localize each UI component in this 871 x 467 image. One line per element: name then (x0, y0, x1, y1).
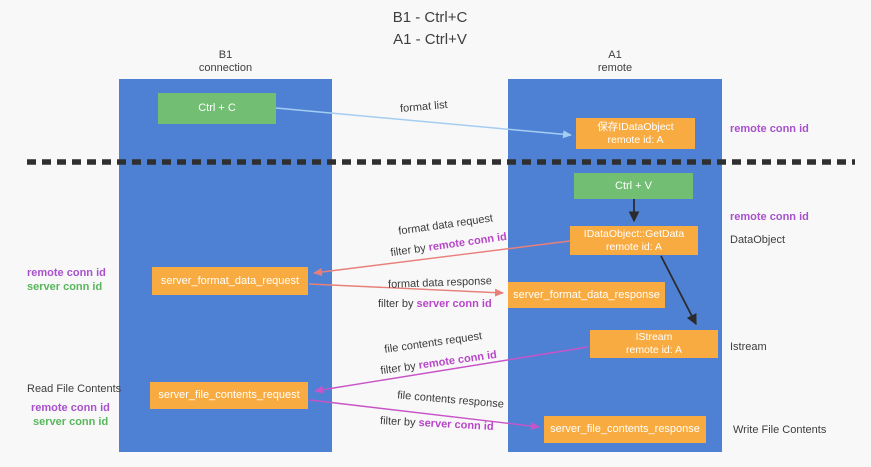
column-header-a1: A1 remote (508, 49, 722, 75)
node-idataobject-getdata: IDataObject::GetData remote id: A (570, 226, 698, 255)
remote-conn-id-accent-1: remote conn id (427, 230, 508, 254)
node-istream: IStream remote id: A (590, 330, 718, 358)
column-header-b1: B1 connection (119, 49, 332, 75)
save-idataobject-line1: 保存IDataObject (597, 120, 674, 133)
node-ctrl-c: Ctrl + C (158, 93, 276, 124)
getdata-line2: remote id: A (605, 240, 663, 253)
istream-line1: IStream (635, 331, 673, 343)
annotation-istream: Istream (730, 341, 767, 353)
getdata-line1: IDataObject::GetData (583, 227, 685, 240)
filter-by-text-3: filter by (379, 360, 417, 378)
column-b1-subtitle: connection (198, 62, 253, 74)
node-server-format-data-response: server_format_data_response (508, 282, 665, 308)
annotation-remote-conn-id-top: remote conn id (730, 123, 809, 135)
filter-by-text-4: filter by (379, 415, 416, 429)
node-server-file-contents-request: server_file_contents_request (150, 382, 308, 409)
annotation-left-remote-conn-id-2: remote conn id (31, 402, 110, 414)
annotation-left-remote-conn-id-1: remote conn id (27, 267, 106, 279)
filter-by-text-2: filter by (378, 298, 414, 310)
label-format-list: format list (399, 98, 449, 116)
annotation-remote-conn-id-mid: remote conn id (730, 211, 809, 223)
node-server-file-contents-response: server_file_contents_response (544, 416, 706, 443)
column-b1-name: B1 (218, 49, 233, 61)
node-ctrl-v: Ctrl + V (574, 173, 693, 199)
node-server-format-data-request: server_format_data_request (152, 267, 308, 295)
annotation-write-file-contents: Write File Contents (733, 424, 827, 436)
server-file-contents-request-label: server_file_contents_request (158, 389, 300, 401)
server-file-contents-response-label: server_file_contents_response (550, 423, 700, 435)
title-line-2: A1 - Ctrl+V (393, 31, 467, 48)
ctrl-v-label: Ctrl + V (615, 179, 652, 192)
remote-conn-id-accent-2: remote conn id (417, 348, 498, 372)
label-file-contents-response: file contents response (396, 389, 505, 411)
server-format-data-response-label: server_format_data_response (513, 288, 660, 301)
annotation-left-server-conn-id-1: server conn id (27, 281, 103, 293)
istream-line2: remote id: A (625, 344, 683, 356)
filter-by-text-1: filter by (389, 242, 427, 260)
title-line-1: B1 - Ctrl+C (392, 9, 468, 26)
annotation-left-server-conn-id-2: server conn id (33, 416, 109, 428)
annotation-dataobject: DataObject (730, 234, 786, 246)
server-conn-id-accent-2: server conn id (418, 417, 494, 433)
diagram-title: B1 - Ctrl+C A1 - Ctrl+V (0, 7, 860, 51)
column-a1-subtitle: remote (597, 62, 633, 74)
server-conn-id-accent-1: server conn id (416, 298, 492, 310)
server-format-data-request-label: server_format_data_request (160, 274, 300, 287)
save-idataobject-line2: remote id: A (607, 133, 664, 146)
column-a1-name: A1 (608, 49, 622, 61)
ctrl-c-label: Ctrl + C (198, 102, 236, 114)
label-format-data-response: format data response (387, 275, 493, 291)
node-save-idataobject: 保存IDataObject remote id: A (576, 118, 695, 149)
annotation-read-file-contents: Read File Contents (27, 383, 122, 395)
